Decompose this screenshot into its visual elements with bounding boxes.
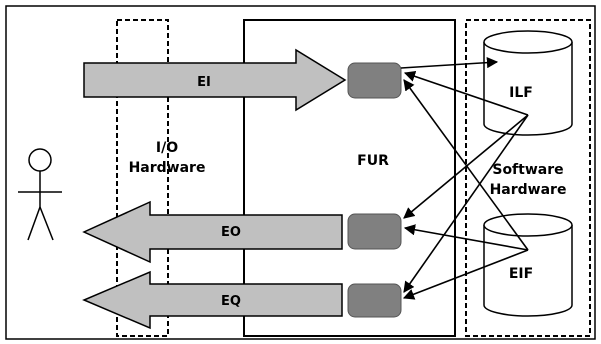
eif-database-cylinder-icon	[483, 213, 573, 317]
io-hardware-label-line1: I/O	[156, 140, 178, 156]
eo-arrow	[82, 200, 343, 264]
eo-label: EO	[221, 225, 241, 240]
io-hardware-label-line2: Hardware	[129, 160, 206, 176]
io-hardware-boundary	[116, 19, 169, 337]
eif-to-eq-arrow	[402, 249, 529, 300]
eif-to-ei-arrow	[403, 79, 529, 251]
ei-label: EI	[197, 75, 211, 90]
eq-label: EQ	[221, 294, 241, 309]
software-hardware-label-line2: Hardware	[490, 182, 567, 198]
ilf-to-eq-arrow	[403, 114, 529, 293]
outer-frame	[5, 5, 596, 340]
eq-arrow	[82, 270, 343, 330]
eq-process-box	[347, 283, 402, 318]
connector-arrows	[400, 57, 529, 300]
ei-arrow	[83, 48, 347, 112]
ilf-to-eo-arrow	[403, 114, 529, 219]
eif-to-eo-arrow	[403, 224, 529, 251]
software-hardware-label-line1: Software	[492, 162, 563, 178]
ilf-label: ILF	[509, 85, 533, 101]
ei-to-ilf-arrow	[400, 57, 499, 69]
ilf-database-cylinder-icon	[483, 30, 573, 136]
ei-process-box	[347, 62, 402, 99]
software-hardware-boundary	[465, 19, 591, 337]
user-stick-figure-icon	[18, 148, 62, 241]
eif-label: EIF	[509, 266, 533, 282]
fur-boundary	[243, 19, 456, 337]
fur-label: FUR	[357, 153, 389, 169]
eo-process-box	[347, 213, 402, 250]
ilf-to-ei-arrow	[403, 70, 529, 116]
